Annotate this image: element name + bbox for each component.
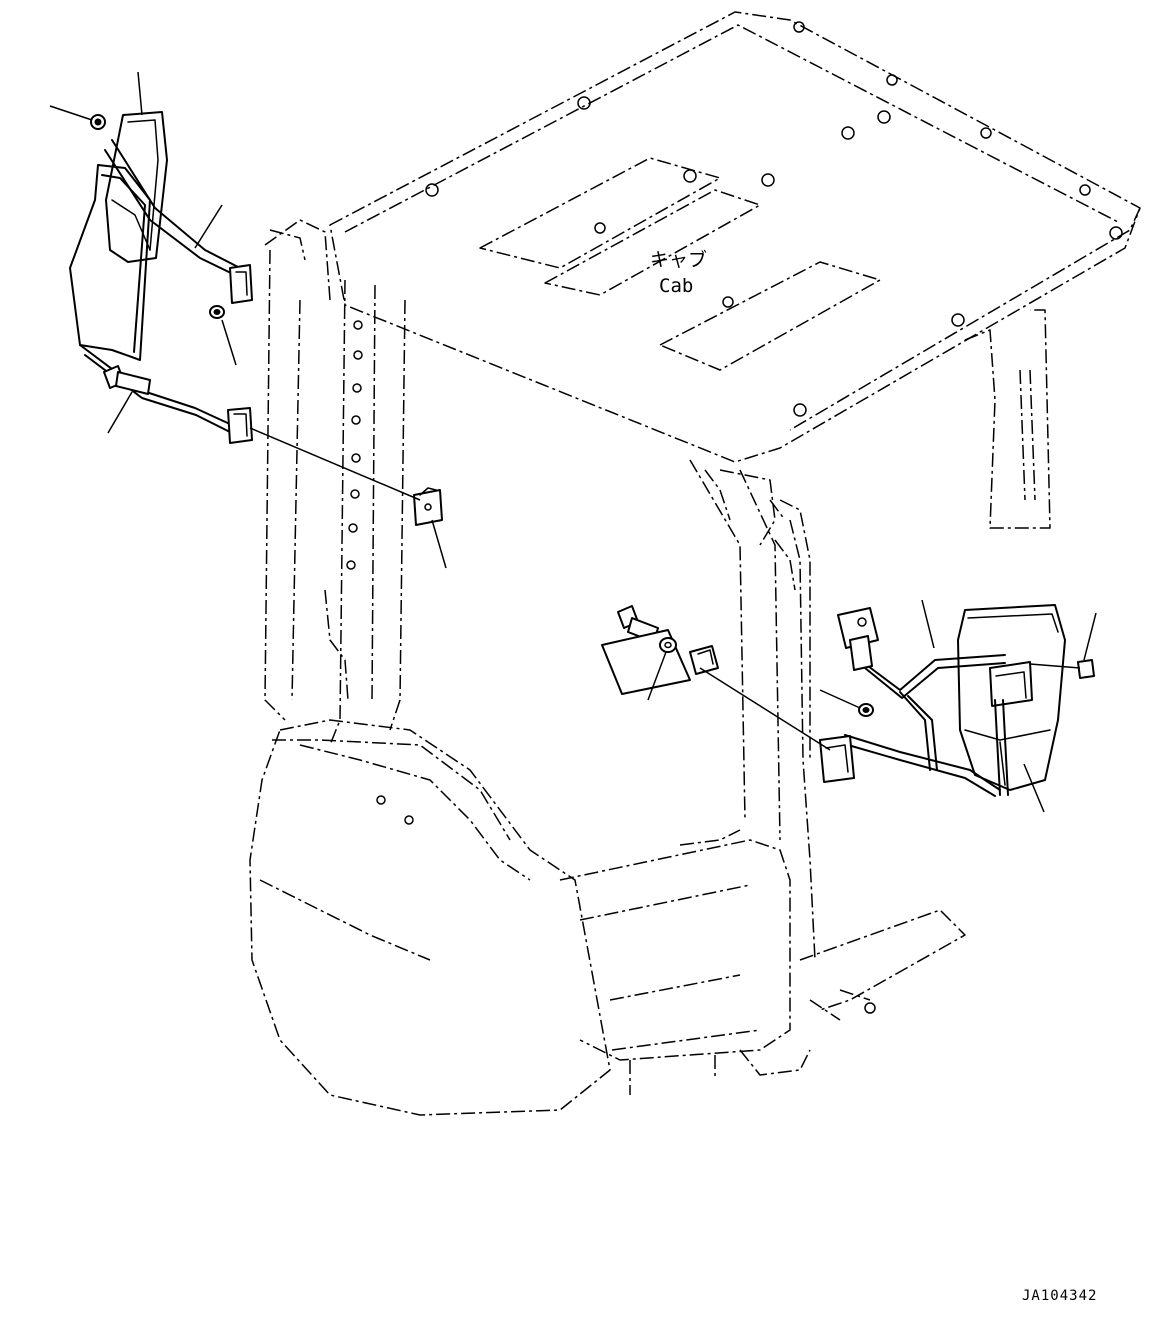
clamp-icon	[689, 645, 719, 675]
nut-icon	[90, 114, 106, 130]
cab-frame-icon	[249, 11, 1141, 1116]
left-mirror-icon	[69, 111, 253, 444]
washer-icon	[659, 637, 677, 653]
bolt-icon	[103, 365, 151, 395]
drawing-code: JA104342	[1022, 1288, 1097, 1304]
cab-label-english: Cab	[659, 275, 693, 297]
right-mirror-icon	[819, 604, 1066, 797]
nut-icon	[858, 703, 874, 717]
cab-label-japanese: キャブ	[650, 248, 707, 271]
nut-icon	[1077, 659, 1095, 679]
bracket-icon	[413, 487, 443, 526]
bracket-icon	[601, 629, 691, 695]
washer-icon	[209, 305, 225, 319]
